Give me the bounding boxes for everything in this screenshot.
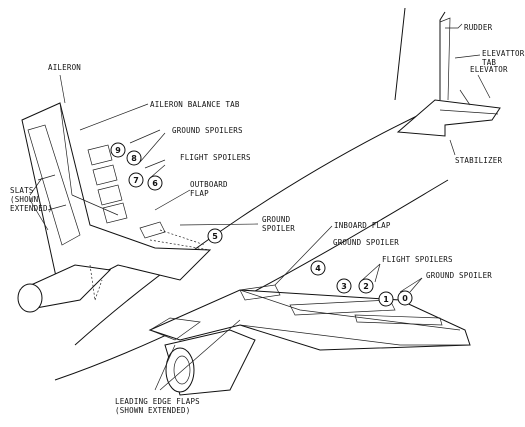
callout-4 bbox=[310, 260, 326, 276]
label-elevator-tab-line1: ELEVATTOR bbox=[482, 49, 525, 58]
label-leading-edge-flaps-line2: (SHOWN EXTENDED) bbox=[115, 406, 190, 415]
fuselage-upper-line bbox=[74, 104, 441, 346]
callout-9 bbox=[110, 142, 126, 158]
right-wing-lower-skin bbox=[239, 324, 470, 346]
callout-1-text: 1 bbox=[383, 295, 389, 304]
label-aileron: AILERON bbox=[48, 63, 81, 72]
label-outboard-flap-line1: OUTBOARD bbox=[190, 180, 228, 189]
label-slats-line2: (SHOWN bbox=[10, 195, 38, 204]
left-spoiler-panel bbox=[92, 164, 118, 186]
right-engine-inlet-inner bbox=[173, 355, 191, 385]
callout-2-text: 2 bbox=[363, 282, 369, 291]
label-leading-edge-flaps-line1: LEADING EDGE FLAPS bbox=[115, 397, 200, 406]
right-ground-spoiler bbox=[354, 314, 443, 326]
callout-4-text: 4 bbox=[315, 264, 321, 273]
label-outboard-flap-line2: FLAP bbox=[190, 189, 209, 198]
leading-edge-flaps-shape bbox=[149, 317, 201, 341]
callout-5-text: 5 bbox=[212, 232, 218, 241]
callout-3-text: 3 bbox=[341, 282, 347, 291]
label-ground-spoiler-mid-line2: SPOILER bbox=[262, 224, 295, 233]
callout-1 bbox=[378, 291, 394, 307]
label-elevator: ELEVATOR bbox=[470, 65, 508, 74]
callout-0 bbox=[397, 290, 413, 306]
callout-6-text: 6 bbox=[152, 179, 158, 188]
callout-8 bbox=[126, 150, 142, 166]
vertical-tail bbox=[394, 7, 446, 101]
left-slats bbox=[27, 124, 81, 246]
right-stabilizer bbox=[396, 99, 501, 137]
callout-7-text: 7 bbox=[133, 176, 139, 185]
label-stabilizer: STABILIZER bbox=[455, 156, 502, 165]
fuselage-lower-line bbox=[54, 179, 449, 381]
left-spoiler-panel bbox=[102, 202, 128, 224]
left-flap-track bbox=[89, 264, 103, 301]
label-inboard-flap: INBOARD FLAP bbox=[334, 221, 391, 230]
mid-ground-spoiler-panel bbox=[139, 221, 166, 239]
callout-7 bbox=[128, 172, 144, 188]
callout-6 bbox=[147, 175, 163, 191]
inboard-flap-panel bbox=[239, 284, 281, 301]
leader-lines bbox=[29, 23, 491, 391]
mid-ground-spoiler-dashed bbox=[149, 229, 211, 251]
label-slats-line3: EXTENDED) bbox=[10, 204, 52, 213]
label-slats-line1: SLATS bbox=[10, 186, 34, 195]
left-engine-inlet bbox=[17, 283, 43, 313]
callout-9-text: 9 bbox=[115, 146, 121, 155]
callout-0-text: 0 bbox=[402, 294, 408, 303]
label-ground-spoiler-right: GROUND SPOILER bbox=[426, 271, 492, 280]
left-spoiler-panel bbox=[97, 184, 123, 206]
right-flight-spoilers bbox=[289, 299, 396, 316]
label-ground-spoiler-mid-line1: GROUND bbox=[262, 215, 291, 224]
label-flight-spoilers-left: FLIGHT SPOILERS bbox=[180, 153, 251, 162]
left-spoiler-panel bbox=[87, 144, 113, 166]
label-flight-spoilers-right: FLIGHT SPOILERS bbox=[382, 255, 453, 264]
callout-2 bbox=[358, 278, 374, 294]
rudder-outline bbox=[439, 17, 451, 101]
label-rudder: RUDDER bbox=[464, 23, 493, 32]
label-ground-spoiler-right-top: GROUND SPOILER bbox=[333, 238, 399, 247]
callout-3 bbox=[336, 278, 352, 294]
label-aileron-balance-tab: AILERON BALANCE TAB bbox=[150, 100, 240, 109]
label-elevator-tab-line2: TAB bbox=[482, 58, 496, 67]
elevator-line bbox=[439, 109, 499, 115]
label-ground-spoilers-left: GROUND SPOILERS bbox=[172, 126, 243, 135]
callout-8-text: 8 bbox=[131, 154, 137, 163]
left-wing-trailing-edge bbox=[59, 102, 119, 216]
right-wing-trailing-edge bbox=[239, 289, 461, 331]
callout-5 bbox=[207, 228, 223, 244]
